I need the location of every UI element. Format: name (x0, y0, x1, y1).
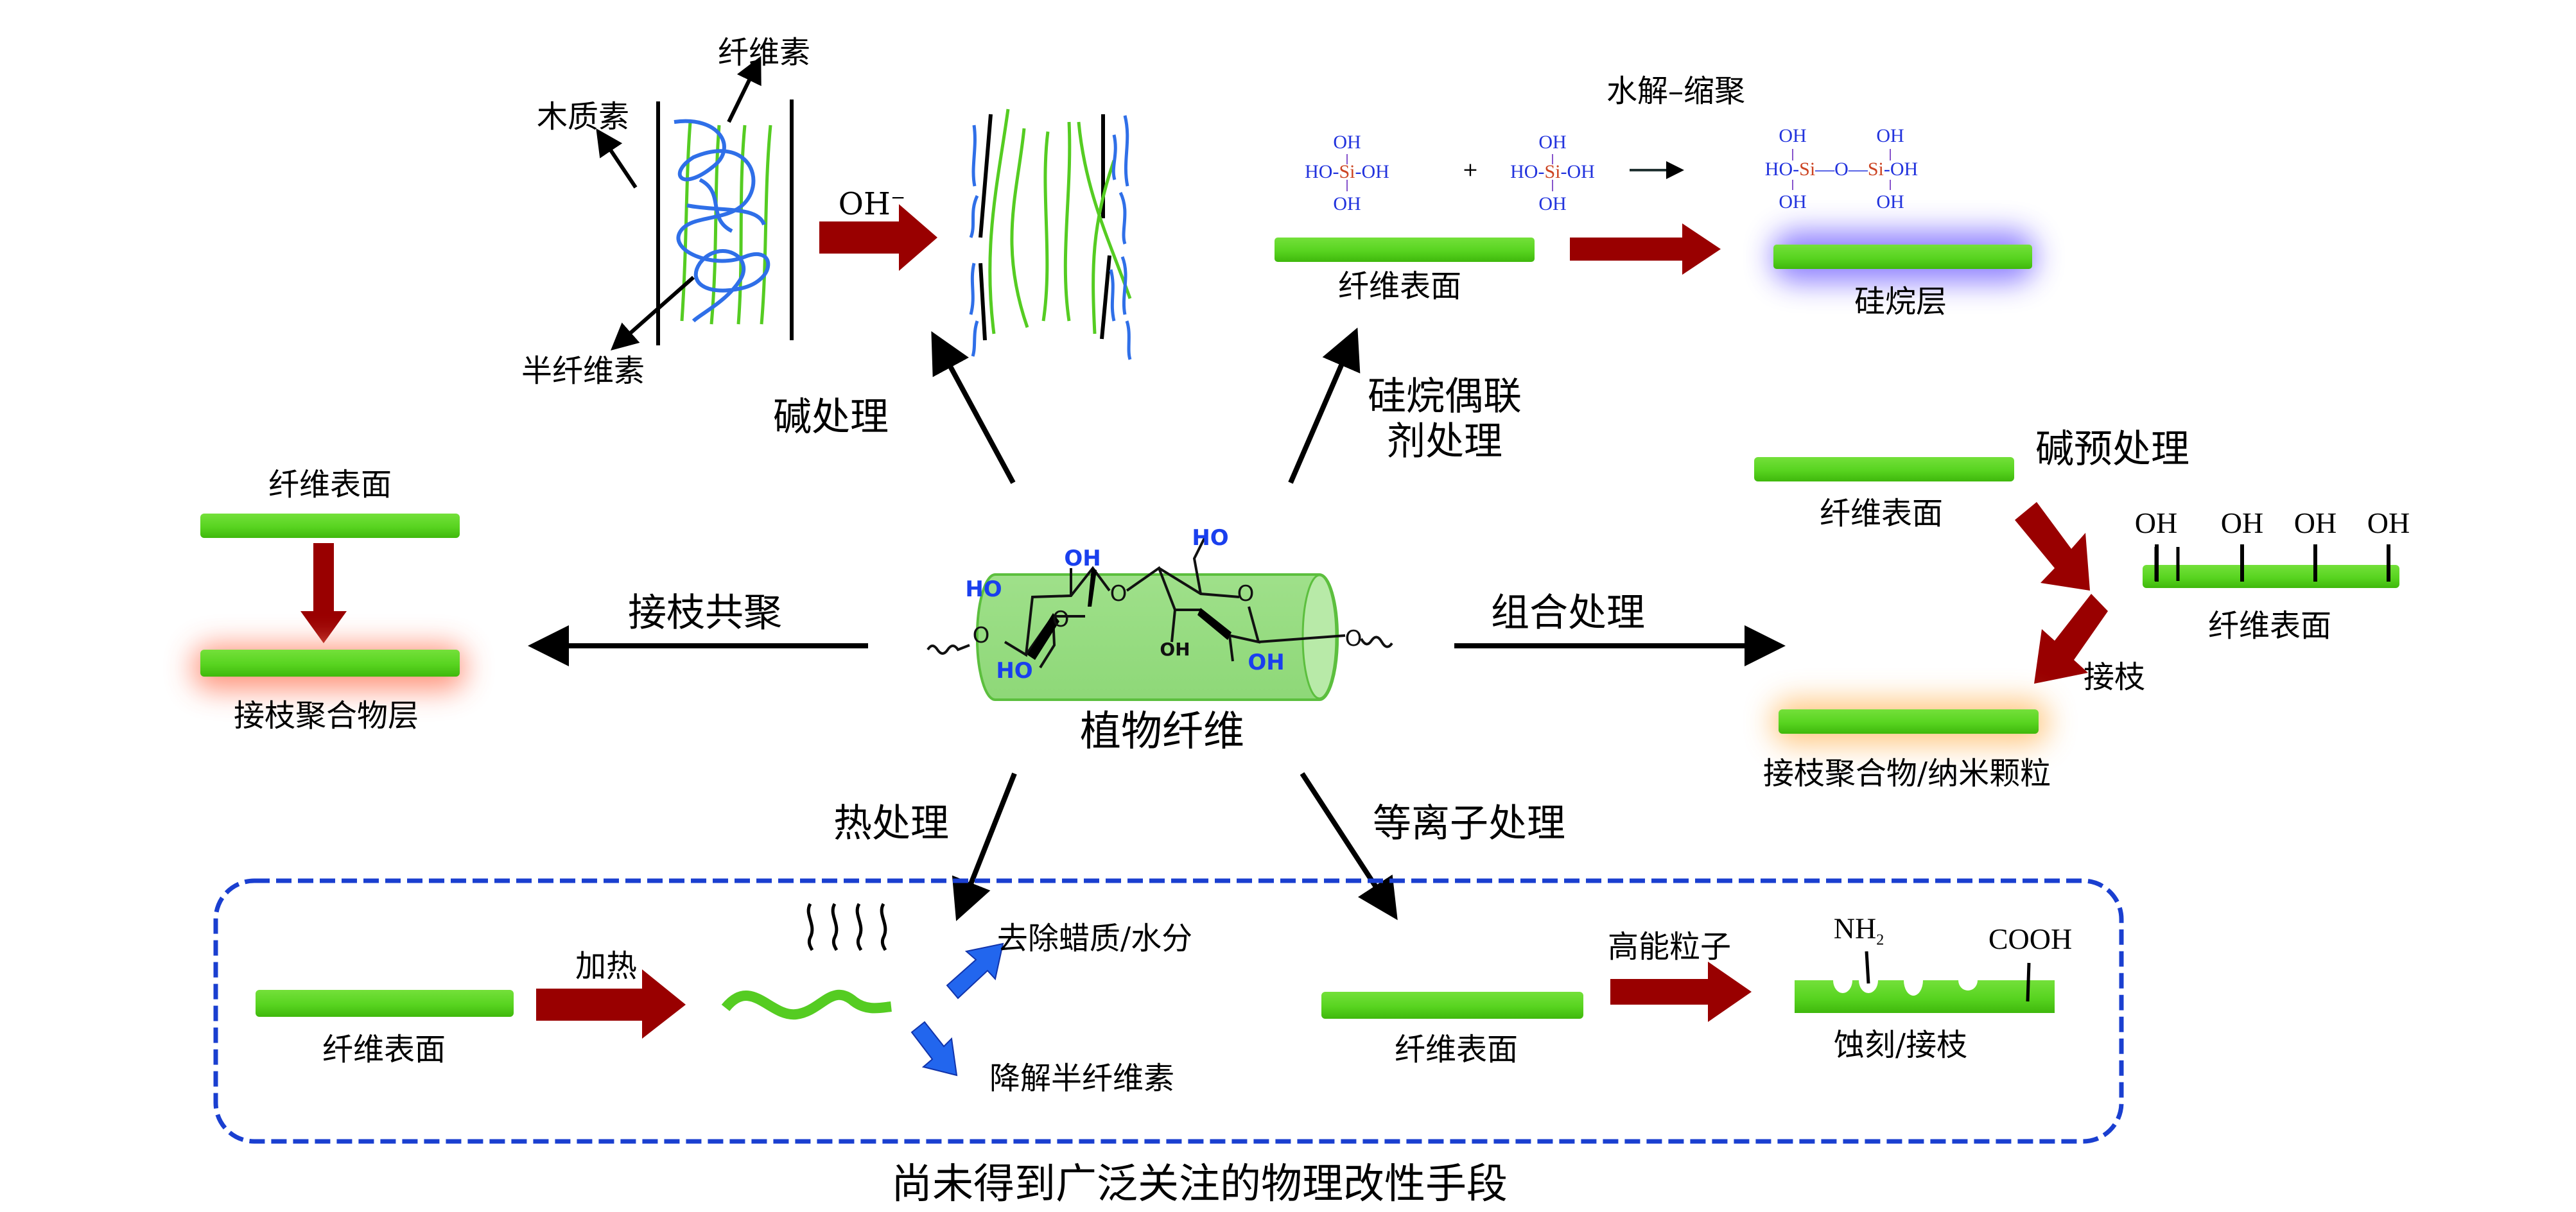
method-arrows (528, 327, 1786, 921)
heat-treatment-label: 热处理 (833, 801, 949, 846)
raw-fiber-bundle (656, 100, 794, 345)
graft-polymer-fiber-bar (200, 650, 460, 677)
steam-icon (806, 903, 887, 951)
high-energy-particle-label: 高能粒子 (1607, 929, 1732, 965)
hydroxylated-surface-label: 纤维表面 (2207, 608, 2332, 644)
silane-coated-fiber-bar (1773, 245, 2032, 269)
physical-methods-caption: 尚未得到广泛关注的物理改性手段 (891, 1161, 1508, 1208)
silane-bonds (1346, 149, 1891, 191)
combined-treatment-label: 组合处理 (1491, 591, 1645, 636)
combined-surface-label: 纤维表面 (1819, 496, 1944, 532)
label-pointers (596, 56, 761, 351)
high-energy-particle-arrow (1610, 962, 1752, 1022)
silane-treatment-label-line1: 硅烷偶联 (1368, 374, 1522, 419)
remove-wax-arrow-icon (946, 942, 1004, 1000)
degrade-hemicellulose-arrow-icon (910, 1021, 958, 1077)
amine-group-label: NH2 (1833, 912, 1884, 949)
lignin-label: 木质素 (536, 99, 630, 135)
plant-fiber-label: 植物纤维 (1080, 708, 1244, 756)
heat-surface-label: 纤维表面 (322, 1032, 446, 1068)
heat-method-arrow (952, 772, 1017, 921)
silane-method-arrow (1288, 327, 1361, 484)
graft-down-arrow (300, 543, 347, 643)
physical-methods-box (213, 878, 2124, 1144)
heat-input-fiber-bar (256, 990, 514, 1017)
graft-polymer-layer-label: 接枝聚合物层 (233, 698, 419, 734)
etched-fiber-bar (1795, 980, 2055, 1013)
hydroxyl-bond-2 (2240, 544, 2244, 582)
grafted-polymer-nanoparticle-label: 接枝聚合物/纳米颗粒 (1762, 756, 2051, 792)
graft-surface-label: 纤维表面 (268, 467, 392, 503)
degraded-fiber (721, 989, 892, 1020)
hydroxyl-bond-3 (2313, 544, 2317, 582)
lignin-tangle (674, 119, 770, 323)
alkali-method-arrow (931, 331, 1016, 484)
silane-layer-label: 硅烷层 (1854, 284, 1947, 320)
silane-reaction-arrow (1570, 223, 1721, 275)
plasma-treatment-label: 等离子处理 (1373, 801, 1565, 846)
heating-arrow (536, 969, 686, 1039)
cellulose-molecule (927, 532, 1393, 701)
graft-copolymerization-label: 接枝共聚 (628, 591, 782, 636)
grafted-nano-fiber-bar (1779, 709, 2039, 734)
alkali-pretreatment-label: 碱预处理 (2035, 427, 2189, 472)
degrade-hemicellulose-label: 降解半纤维素 (989, 1060, 1175, 1096)
hydroxyl-bond-4 (2387, 544, 2390, 582)
graft-step-arrow (2034, 594, 2108, 684)
etching-grafting-label: 蚀刻/接枝 (1833, 1027, 1968, 1063)
plasma-input-fiber-bar (1321, 992, 1583, 1019)
hydrolysis-condensation-label: 水解–缩聚 (1606, 73, 1746, 109)
plasma-surface-label: 纤维表面 (1394, 1032, 1519, 1068)
oh-reaction-arrow (819, 204, 937, 271)
pretreat-arrow (2015, 502, 2090, 591)
treated-fiber-bundle (969, 108, 1132, 360)
hydroxyl-bond-1 (2155, 544, 2159, 582)
hydroxylated-fiber-bar (2143, 565, 2399, 588)
silane-input-fiber-bar (1275, 238, 1535, 262)
heating-label: 加热 (575, 948, 638, 984)
hydroxide-reagent-label: OH− (838, 186, 906, 222)
combined-input-fiber-bar (1754, 457, 2014, 481)
alkali-treatment-label: 碱处理 (773, 395, 889, 440)
plasma-method-arrow (1300, 772, 1398, 921)
silane-surface-label: 纤维表面 (1337, 268, 1462, 304)
graft-step-label: 接枝 (2083, 659, 2146, 695)
remove-wax-moisture-label: 去除蜡质/水分 (996, 921, 1193, 957)
carboxyl-group-label: COOH (1988, 922, 2073, 955)
hemicellulose-label: 半纤维素 (521, 353, 645, 389)
functional-group-bonds (1865, 951, 2031, 1002)
silane-treatment-label-line2: 剂处理 (1387, 419, 1502, 464)
plus-sign: + (1462, 159, 1479, 181)
cellulose-label: 纤维素 (717, 35, 811, 71)
graft-input-fiber-bar (200, 514, 460, 538)
